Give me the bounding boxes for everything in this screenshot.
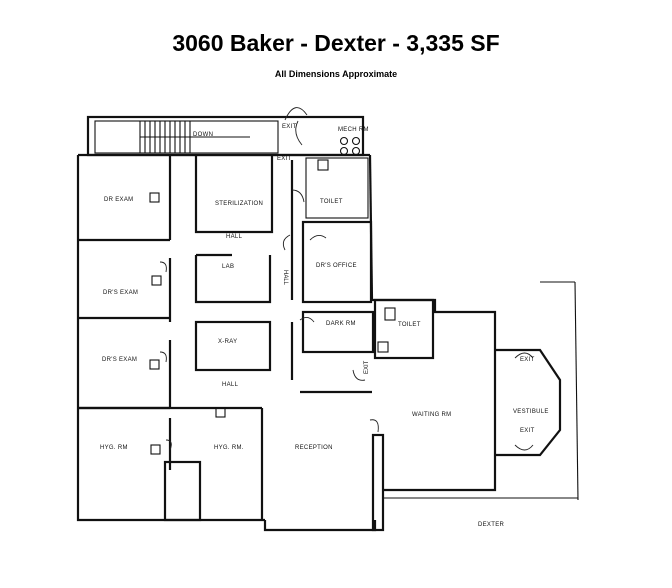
room-label-dark-rm: DARK RM [326,321,356,327]
label-street-dexter: DEXTER [478,522,505,528]
exit-label-mid: EXIT [364,360,370,374]
room-label-reception: RECEPTION [295,445,333,451]
room-label-toilet-1: TOILET [320,199,343,205]
room-label-drs-exam-2: DR'S EXAM [103,290,138,296]
room-label-sterilization: STERILIZATION [215,201,263,207]
room-label-mech-rm: MECH RM [338,127,369,133]
exit-label-right-bottom: EXIT [520,428,535,434]
room-label-drs-exam-3: DR'S EXAM [102,357,137,363]
room-label-hyg-rm-2: HYG. RM. [214,445,244,451]
room-label-hall-top: HALL [226,234,243,240]
exit-label-right-top: EXIT [520,357,535,363]
label-down: DOWN [193,132,213,138]
exit-label-top: EXIT [282,124,297,130]
room-label-waiting-rm: WAITING RM [412,412,451,418]
room-label-x-ray: X-RAY [218,339,237,345]
room-label-hyg-rm-1: HYG. RM [100,445,128,451]
room-label-hall-vertical: HALL [282,270,288,286]
room-label-hall-bottom: HALL [222,382,239,388]
room-label-drs-office: DR'S OFFICE [316,263,357,269]
room-label-lab: LAB [222,264,234,270]
room-label-dr-exam-1: DR EXAM [104,197,133,203]
page-title: 3060 Baker - Dexter - 3,335 SF [172,30,500,56]
main-building [76,153,385,532]
page-subtitle: All Dimensions Approximate [274,69,398,79]
exit-label-left: EXIT [277,156,292,162]
stair-annex [86,107,365,157]
room-label-vestibule: VESTIBULE [513,409,549,415]
room-label-toilet-2: TOILET [398,322,421,328]
right-wing [369,281,579,501]
